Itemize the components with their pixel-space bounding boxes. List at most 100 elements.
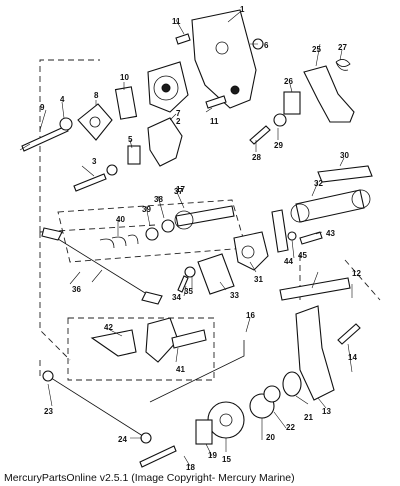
callout-5: 5	[128, 135, 133, 144]
guide-right	[299, 255, 381, 301]
callout-40: 40	[116, 215, 125, 224]
callout-9: 9	[40, 103, 45, 112]
rod-end-30	[317, 165, 373, 183]
bracket-31	[233, 231, 269, 271]
callout-18: 18	[186, 463, 195, 470]
callout-34: 34	[172, 293, 181, 302]
callout-16: 16	[246, 311, 255, 320]
callout-7: 7	[176, 109, 181, 118]
rod-41	[171, 329, 207, 349]
callout-13: 13	[322, 407, 331, 416]
washer-29	[273, 113, 287, 127]
link-bar-12	[279, 277, 351, 301]
rod-assembly-37	[175, 205, 235, 227]
callout-26: 26	[284, 77, 293, 86]
linkage-wire-16	[149, 340, 245, 403]
callout-11-top: 11	[172, 17, 181, 26]
callout-28: 28	[252, 153, 261, 162]
callout-6: 6	[264, 41, 269, 50]
callout-41: 41	[176, 365, 185, 374]
bushing-26	[283, 91, 301, 115]
callout-23: 23	[44, 407, 53, 416]
link-25	[303, 65, 355, 123]
sleeve-5	[127, 145, 141, 165]
callout-36: 36	[72, 285, 81, 294]
callout-37: 37	[174, 187, 183, 196]
rod-23	[47, 375, 147, 439]
rod-end-24	[140, 432, 152, 444]
sleeve-19	[195, 419, 213, 445]
bolt-43	[299, 231, 323, 245]
rod-end-36	[41, 227, 63, 241]
assembly-outline-upper	[39, 59, 156, 233]
callout-4: 4	[60, 95, 65, 104]
screw-28	[249, 125, 271, 145]
callout-31: 31	[254, 275, 263, 284]
callout-43: 43	[326, 229, 335, 238]
callout-33: 33	[230, 291, 239, 300]
screw-11-top	[175, 33, 191, 45]
washer-4	[59, 117, 73, 131]
callout-labels: 1 2 3 4 5 6 7 8 9 10 11 11 12 13 14 15 1…	[40, 5, 361, 470]
bracket-13	[295, 305, 335, 401]
leader-lines	[19, 11, 353, 467]
callout-25: 25	[312, 45, 321, 54]
callout-29: 29	[274, 141, 283, 150]
spring-27	[335, 59, 351, 71]
clip-44	[271, 209, 289, 253]
bolt-9	[21, 125, 69, 152]
roller-8	[77, 103, 113, 141]
spring-22	[263, 385, 281, 403]
callout-12: 12	[352, 269, 361, 278]
callout-35: 35	[184, 287, 193, 296]
screw-14	[337, 323, 361, 345]
washer-21	[282, 371, 302, 397]
callout-20: 20	[266, 433, 275, 442]
cam-15	[207, 401, 245, 439]
rod-end-36b	[141, 291, 163, 305]
callout-22: 22	[286, 423, 295, 432]
callout-30: 30	[340, 151, 349, 160]
throttle-cam-plate	[191, 9, 257, 109]
callout-24: 24	[118, 435, 127, 444]
bushing-10	[114, 86, 138, 120]
screw-3	[73, 173, 107, 192]
callout-15: 15	[222, 455, 231, 464]
washer-35	[184, 266, 196, 278]
callout-27: 27	[338, 43, 347, 52]
callout-8: 8	[94, 91, 99, 100]
screw-34	[177, 275, 189, 293]
callout-17: 17	[176, 185, 185, 194]
callout-44: 44	[284, 257, 293, 266]
hook-40	[99, 234, 139, 249]
inset-box-lower	[67, 317, 215, 381]
callout-10: 10	[120, 73, 129, 82]
callout-39: 39	[142, 205, 151, 214]
cylinder-33	[197, 253, 235, 295]
callout-45: 45	[298, 251, 307, 260]
cylinder-32	[295, 189, 365, 223]
exploded-parts-diagram: 1 2 3 4 5 6 7 8 9 10 11 11 12 13 14 15 1…	[19, 5, 381, 470]
lever-41	[145, 317, 179, 363]
callout-3: 3	[92, 157, 97, 166]
callout-1: 1	[240, 5, 245, 14]
part-38	[161, 219, 175, 233]
bolt-18	[139, 445, 177, 468]
nut-45	[287, 231, 297, 241]
callout-14: 14	[348, 353, 357, 362]
callout-32: 32	[314, 179, 323, 188]
assembly-outline-lower	[39, 232, 71, 380]
lever-7	[147, 117, 183, 167]
callout-11-right: 11	[210, 117, 219, 126]
rod-end-23	[42, 370, 54, 382]
link-42	[90, 329, 137, 357]
callout-38: 38	[154, 195, 163, 204]
callout-21: 21	[304, 413, 313, 422]
part-39	[145, 227, 159, 241]
callout-19: 19	[208, 451, 217, 460]
image-caption: MercuryPartsOnline v2.5.1 (Image Copyrig…	[4, 472, 295, 484]
callout-42: 42	[104, 323, 113, 332]
link-rod-36	[49, 233, 151, 297]
screw-11-right	[205, 95, 227, 109]
callout-2: 2	[176, 117, 181, 126]
